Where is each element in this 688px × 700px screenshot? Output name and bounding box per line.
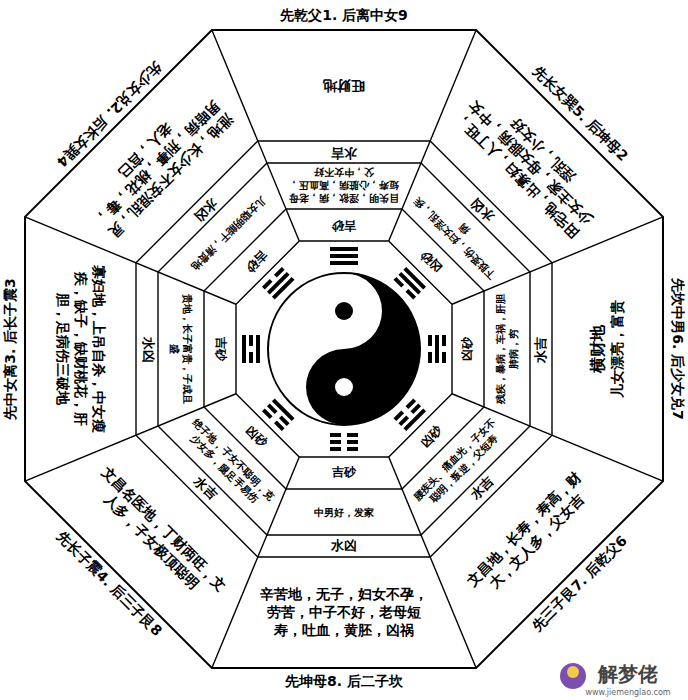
direction-label: 先三子艮7. 后乾父6: [528, 533, 631, 636]
octagon-ring: [136, 141, 552, 557]
sector-cell: 残疾，暴病，车祸，肝胆肺病，穷: [485, 294, 529, 404]
trigram-line: [428, 335, 432, 346]
sector-text: 水凶: [331, 538, 357, 555]
trigram-line: [274, 420, 285, 431]
sector-cell: 水凶: [284, 536, 404, 557]
sector-text: 吉砂: [332, 465, 356, 481]
sector-cell: 旺财地: [260, 36, 428, 136]
trigram-line: [256, 335, 260, 363]
sector-text: 儿女漂亮，富贵: [608, 300, 626, 398]
sector-text: 凶砂: [418, 423, 446, 451]
octagon-ring: [158, 163, 530, 535]
trigram-line: [249, 335, 253, 346]
trigram-line: [330, 254, 358, 258]
sector-cell: 凶砂: [454, 320, 482, 378]
sector-text: 水吉: [468, 473, 498, 503]
sector-text: 中男好，发家: [314, 506, 374, 519]
direction-label: 先坎中男6. 后少女兑7: [668, 278, 686, 420]
octagon-ring: [25, 30, 663, 668]
trigram-line: [330, 433, 341, 437]
sector-text: 凶砂: [418, 247, 446, 275]
sector-text: 吉砂: [242, 247, 270, 275]
trigram-line: [274, 267, 285, 278]
sector-text: 水凶: [190, 195, 220, 225]
sector-text: 吉砂: [332, 217, 356, 233]
sector-cell: 中男好，发家: [289, 490, 399, 534]
sector-text: 辛苦地，无子，妇女不孕，劳苦，中子不好，老母短寿，吐血，黄胚，凶祸: [260, 585, 428, 640]
trigram-line: [428, 352, 432, 363]
sector-text: 绝子地，子女不聪明，克少女多，腿足手易伤: [181, 416, 277, 512]
taiji-circle: [268, 273, 420, 425]
trigram-symbol: [242, 335, 260, 363]
sector-text: 横财地: [588, 325, 609, 373]
sector-text: 寡妇地，上吊自杀，中女瘦疾，缺子，缺财桃花，肝胆，足病伤三破地: [54, 265, 109, 433]
sector-cell: 贵地，长子富贵，子成且盛: [159, 294, 203, 404]
sector-text: 残疾，暴病，车祸，肝胆肺病，穷: [494, 294, 520, 404]
sector-cell: 水吉: [284, 142, 404, 163]
direction-label: 先坤母8. 后二子坎: [285, 673, 403, 691]
sector-text: 吉砂: [212, 337, 228, 361]
trigram-symbol: [330, 433, 358, 451]
sector-cell: 水凶: [137, 289, 158, 409]
watermark-icon: [560, 663, 586, 689]
taiji-yin: [306, 273, 420, 425]
sector-cell: 下肢受伤，妇女淫乱，疾病: [405, 179, 514, 288]
octagon-ring: [236, 241, 452, 457]
sector-cell: 水吉: [531, 289, 552, 409]
trigram-line: [347, 447, 358, 451]
sector-cell: 吉砂: [206, 320, 234, 378]
direction-label: 先乾父1. 后离中女9: [280, 7, 408, 25]
sector-text: 水吉: [533, 336, 550, 362]
trigram-line: [242, 335, 246, 363]
watermark-icon: [567, 666, 579, 678]
trigram-symbol: [330, 247, 358, 265]
sector-text: 水吉: [190, 473, 220, 503]
taiji-dot: [335, 378, 353, 396]
trigram-line: [330, 447, 341, 451]
sector-cell: 吉砂: [315, 459, 373, 487]
trigram-line: [249, 352, 253, 363]
watermark: www.jiemenglao.com: [585, 688, 670, 697]
sector-cell: 儿女聪明能干，清贵地: [174, 179, 283, 288]
sector-text: 水凶: [139, 336, 156, 362]
sector-cell: 寡妇地，上吊自杀，中女瘦疾，缺子，缺财桃花，肝胆，足病伤三破地: [31, 265, 131, 433]
sector-text: 目失明，淫欲，病，老母短寿，心脏病，高血压，父，中女不好: [289, 167, 399, 206]
sector-cell: 辛苦地，无子，妇女不孕，劳苦，中子不好，老母短寿，吐血，黄胚，凶祸: [260, 562, 428, 662]
sector-text: 旺财地: [323, 77, 365, 95]
trigram-line: [330, 261, 358, 265]
sector-text: 水吉: [331, 144, 357, 161]
trigram-line: [262, 408, 273, 419]
sector-text: 下肢受伤，妇女淫乱，疾病: [411, 186, 507, 282]
watermark: 解梦佬: [598, 661, 658, 688]
trigram-line: [403, 267, 426, 290]
octagon-ring: [204, 209, 484, 489]
sector-text: 凶砂: [460, 337, 476, 361]
direction-label: 先中女离3. 后长子震3: [2, 278, 20, 420]
trigram-line: [262, 279, 273, 290]
sector-cell: 绝子地，子女不聪明，克少女多，腿足手易伤: [174, 410, 283, 519]
trigram-line: [403, 408, 426, 431]
sector-cell: 吉砂: [315, 211, 373, 239]
sector-text: 凶砂: [242, 423, 270, 451]
trigram-line: [330, 440, 341, 444]
sector-cell: 横财地儿女漂亮，富贵: [557, 265, 657, 433]
sector-text: 贵地，长子富贵，子成且盛: [168, 294, 194, 404]
trigram-symbol: [428, 335, 446, 363]
trigram-line: [347, 433, 358, 437]
sector-cell: 目失明，淫欲，病，老母短寿，心脏病，高血压，父，中女不好: [289, 164, 399, 208]
trigram-line: [435, 335, 439, 363]
trigram-line: [347, 440, 358, 444]
taiji-dot: [335, 302, 353, 320]
sector-cell: 腰疾头、痛血光，子女不聪明，叛逆，父短寿: [405, 410, 514, 519]
sector-text: 水凶: [468, 195, 498, 225]
trigram-line: [442, 335, 446, 346]
trigram-line: [330, 247, 358, 251]
trigram-line: [442, 352, 446, 363]
